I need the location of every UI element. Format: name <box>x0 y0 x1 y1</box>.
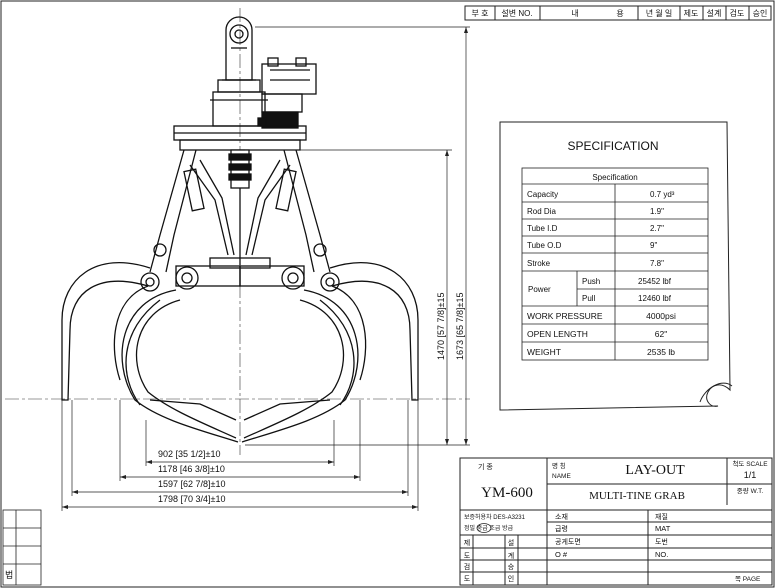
dimension-1673: 1673 [65 7/8]±15 <box>455 293 465 361</box>
spec-label-capacity: Capacity <box>527 190 558 199</box>
spec-label-work-pressure: WORK PRESSURE <box>527 311 603 321</box>
dimension-arrows <box>62 27 468 509</box>
dimension-1798: 1798 [70 3/4]±10 <box>158 494 226 504</box>
rev-header-date: 년 월 일 <box>646 8 673 18</box>
oslash-symbol: O # <box>555 550 568 559</box>
page-label: 쪽 PAGE <box>735 575 761 583</box>
spec-label-rod-dia: Rod Dia <box>527 207 556 216</box>
spec-value-weight: 2535 lb <box>647 347 675 357</box>
approval-cell-7: 도 <box>464 575 471 583</box>
center-cylinder <box>209 149 271 269</box>
approval-cell-1: 제 <box>464 539 470 547</box>
left-inner-tines <box>121 289 239 443</box>
left-bottom-table <box>2 509 42 586</box>
revision-table: 부 호 설변 NO. 내 용 년 월 일 제도 설계 검도 승인 <box>464 5 772 21</box>
approval-cell-5: 검 <box>464 563 470 571</box>
approval-cell-8: 인 <box>508 574 514 583</box>
no-label: NO. <box>655 550 668 559</box>
left-outer-tine <box>61 262 151 401</box>
scale-label: 척도 SCALE <box>732 460 768 468</box>
material-kr-label: 재질 <box>655 513 668 521</box>
spec-label-power: Power <box>528 285 551 294</box>
rev-header-draft: 제도 <box>684 9 699 18</box>
spec-value-open-length: 62" <box>655 329 667 339</box>
right-inner-tines <box>241 289 359 443</box>
rev-header-content-2: 용 <box>616 9 623 18</box>
spec-value-pull: 12460 lbf <box>638 294 672 303</box>
rev-header-no: 설변 NO. <box>501 8 532 18</box>
title-block: 기 종 YM-600 명 칭 NAME LAY-OUT MULTI-TINE G… <box>459 457 773 586</box>
grade-selection-circle <box>476 523 492 533</box>
dimension-1178: 1178 [46 3/8]±10 <box>158 464 225 474</box>
model-number: YM-600 <box>481 485 533 501</box>
top-link <box>217 16 261 93</box>
dimension-902: 902 [35 1/2]±10 <box>158 449 221 459</box>
doc-number: 보증허용차 DES-A3231 <box>464 513 526 521</box>
center-lines <box>5 8 470 455</box>
rev-header-approve: 승인 <box>753 8 768 18</box>
name-label-en: NAME <box>552 473 571 480</box>
spec-value-work-pressure: 4000psi <box>646 311 676 321</box>
drawing-title: LAY-OUT <box>625 463 685 478</box>
left-arm-linkage <box>140 149 241 292</box>
name-label-kr: 명 칭 <box>552 461 566 470</box>
rev-header-code: 부 호 <box>472 9 489 18</box>
approval-cell-2: 설 <box>508 539 514 547</box>
approval-cell-4: 계 <box>508 551 514 560</box>
spec-label-weight: WEIGHT <box>527 347 561 357</box>
dimension-1597: 1597 [62 7/8]±10 <box>158 479 226 489</box>
spec-label-tube-od: Tube O.D <box>527 241 562 250</box>
spec-table-header: Specification <box>592 173 637 182</box>
specification-panel: SPECIFICATION Specification Capacity 0.7… <box>499 121 733 411</box>
dimension-lines <box>61 26 470 511</box>
grade-label: 급령 <box>555 525 568 533</box>
right-arm-linkage <box>239 149 340 292</box>
public-drawing-label: 공게도면 <box>555 537 581 546</box>
spec-label-open-length: OPEN LENGTH <box>527 329 588 339</box>
spec-label-pull: Pull <box>582 294 596 303</box>
spec-label-push: Push <box>582 277 600 286</box>
rev-header-design: 설계 <box>707 8 722 18</box>
specification-title: SPECIFICATION <box>567 139 658 153</box>
material-value: MAT <box>655 524 671 533</box>
grade-line: 정밀 중급 조급 방급 <box>464 524 514 532</box>
right-outer-tine <box>329 262 419 401</box>
dimension-1470: 1470 [57 7/8]±15 <box>436 293 446 361</box>
approval-cell-6: 승 <box>508 563 515 571</box>
side-note: 법 <box>5 570 13 580</box>
approval-cell-3: 도 <box>464 552 471 560</box>
spec-label-tube-id: Tube I.D <box>527 224 558 233</box>
head-plate <box>173 125 307 151</box>
drawing-subtitle: MULTI-TINE GRAB <box>589 490 685 502</box>
spec-value-tube-id: 2.7" <box>650 224 664 233</box>
spec-value-stroke: 7.8" <box>650 259 664 268</box>
material-label: 소재 <box>555 513 568 521</box>
spec-value-rod-dia: 1.9" <box>650 207 664 216</box>
spec-value-capacity: 0.7 yd³ <box>650 190 675 199</box>
model-label: 기 종 <box>478 462 493 471</box>
spec-value-tube-od: 9" <box>650 241 657 250</box>
spec-label-stroke: Stroke <box>527 259 551 268</box>
rev-header-content-1: 내 <box>571 9 578 18</box>
weight-label: 중량 W.T. <box>737 487 764 495</box>
scale-value: 1/1 <box>744 470 757 480</box>
rotator-assembly <box>210 57 317 129</box>
grab-layout-drawing <box>61 16 419 443</box>
drawing-no-label: 도번 <box>655 537 668 546</box>
rev-header-check: 검도 <box>730 8 745 18</box>
spec-value-push: 25452 lbf <box>638 277 672 286</box>
